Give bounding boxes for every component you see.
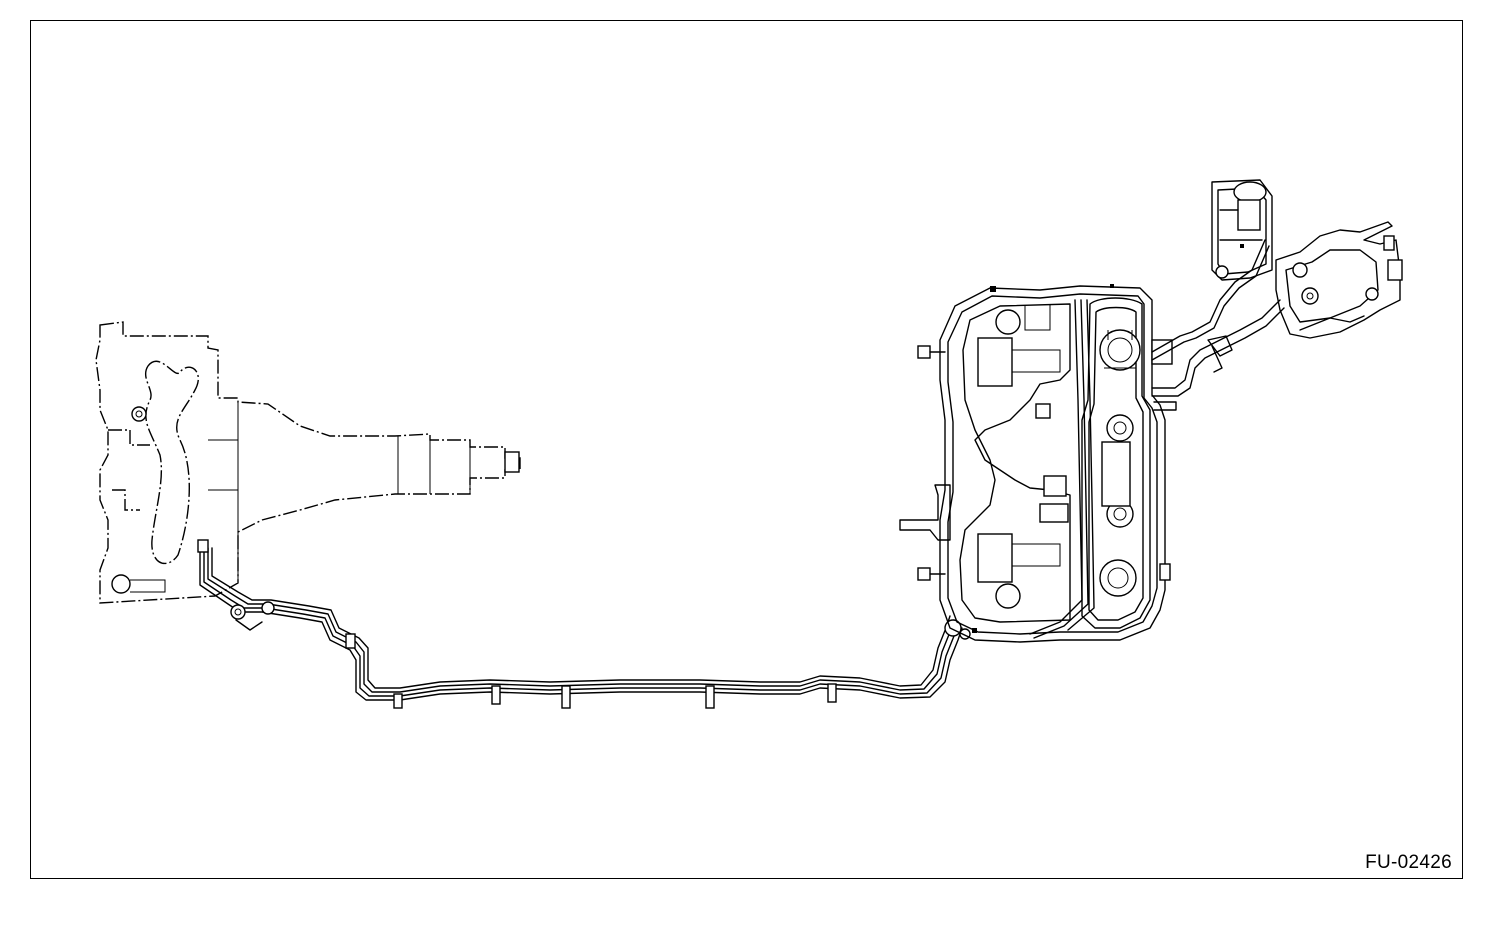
fastener-marks: [972, 244, 1244, 633]
engine-transmission-outline: [95, 321, 521, 604]
drawing-frame: [30, 20, 1463, 879]
fuel-tank: [899, 285, 1173, 643]
fuel-line-bundle: [197, 539, 971, 709]
figure-code: FU-02426: [1365, 852, 1452, 873]
filler-pipe-assembly: [1151, 179, 1403, 411]
